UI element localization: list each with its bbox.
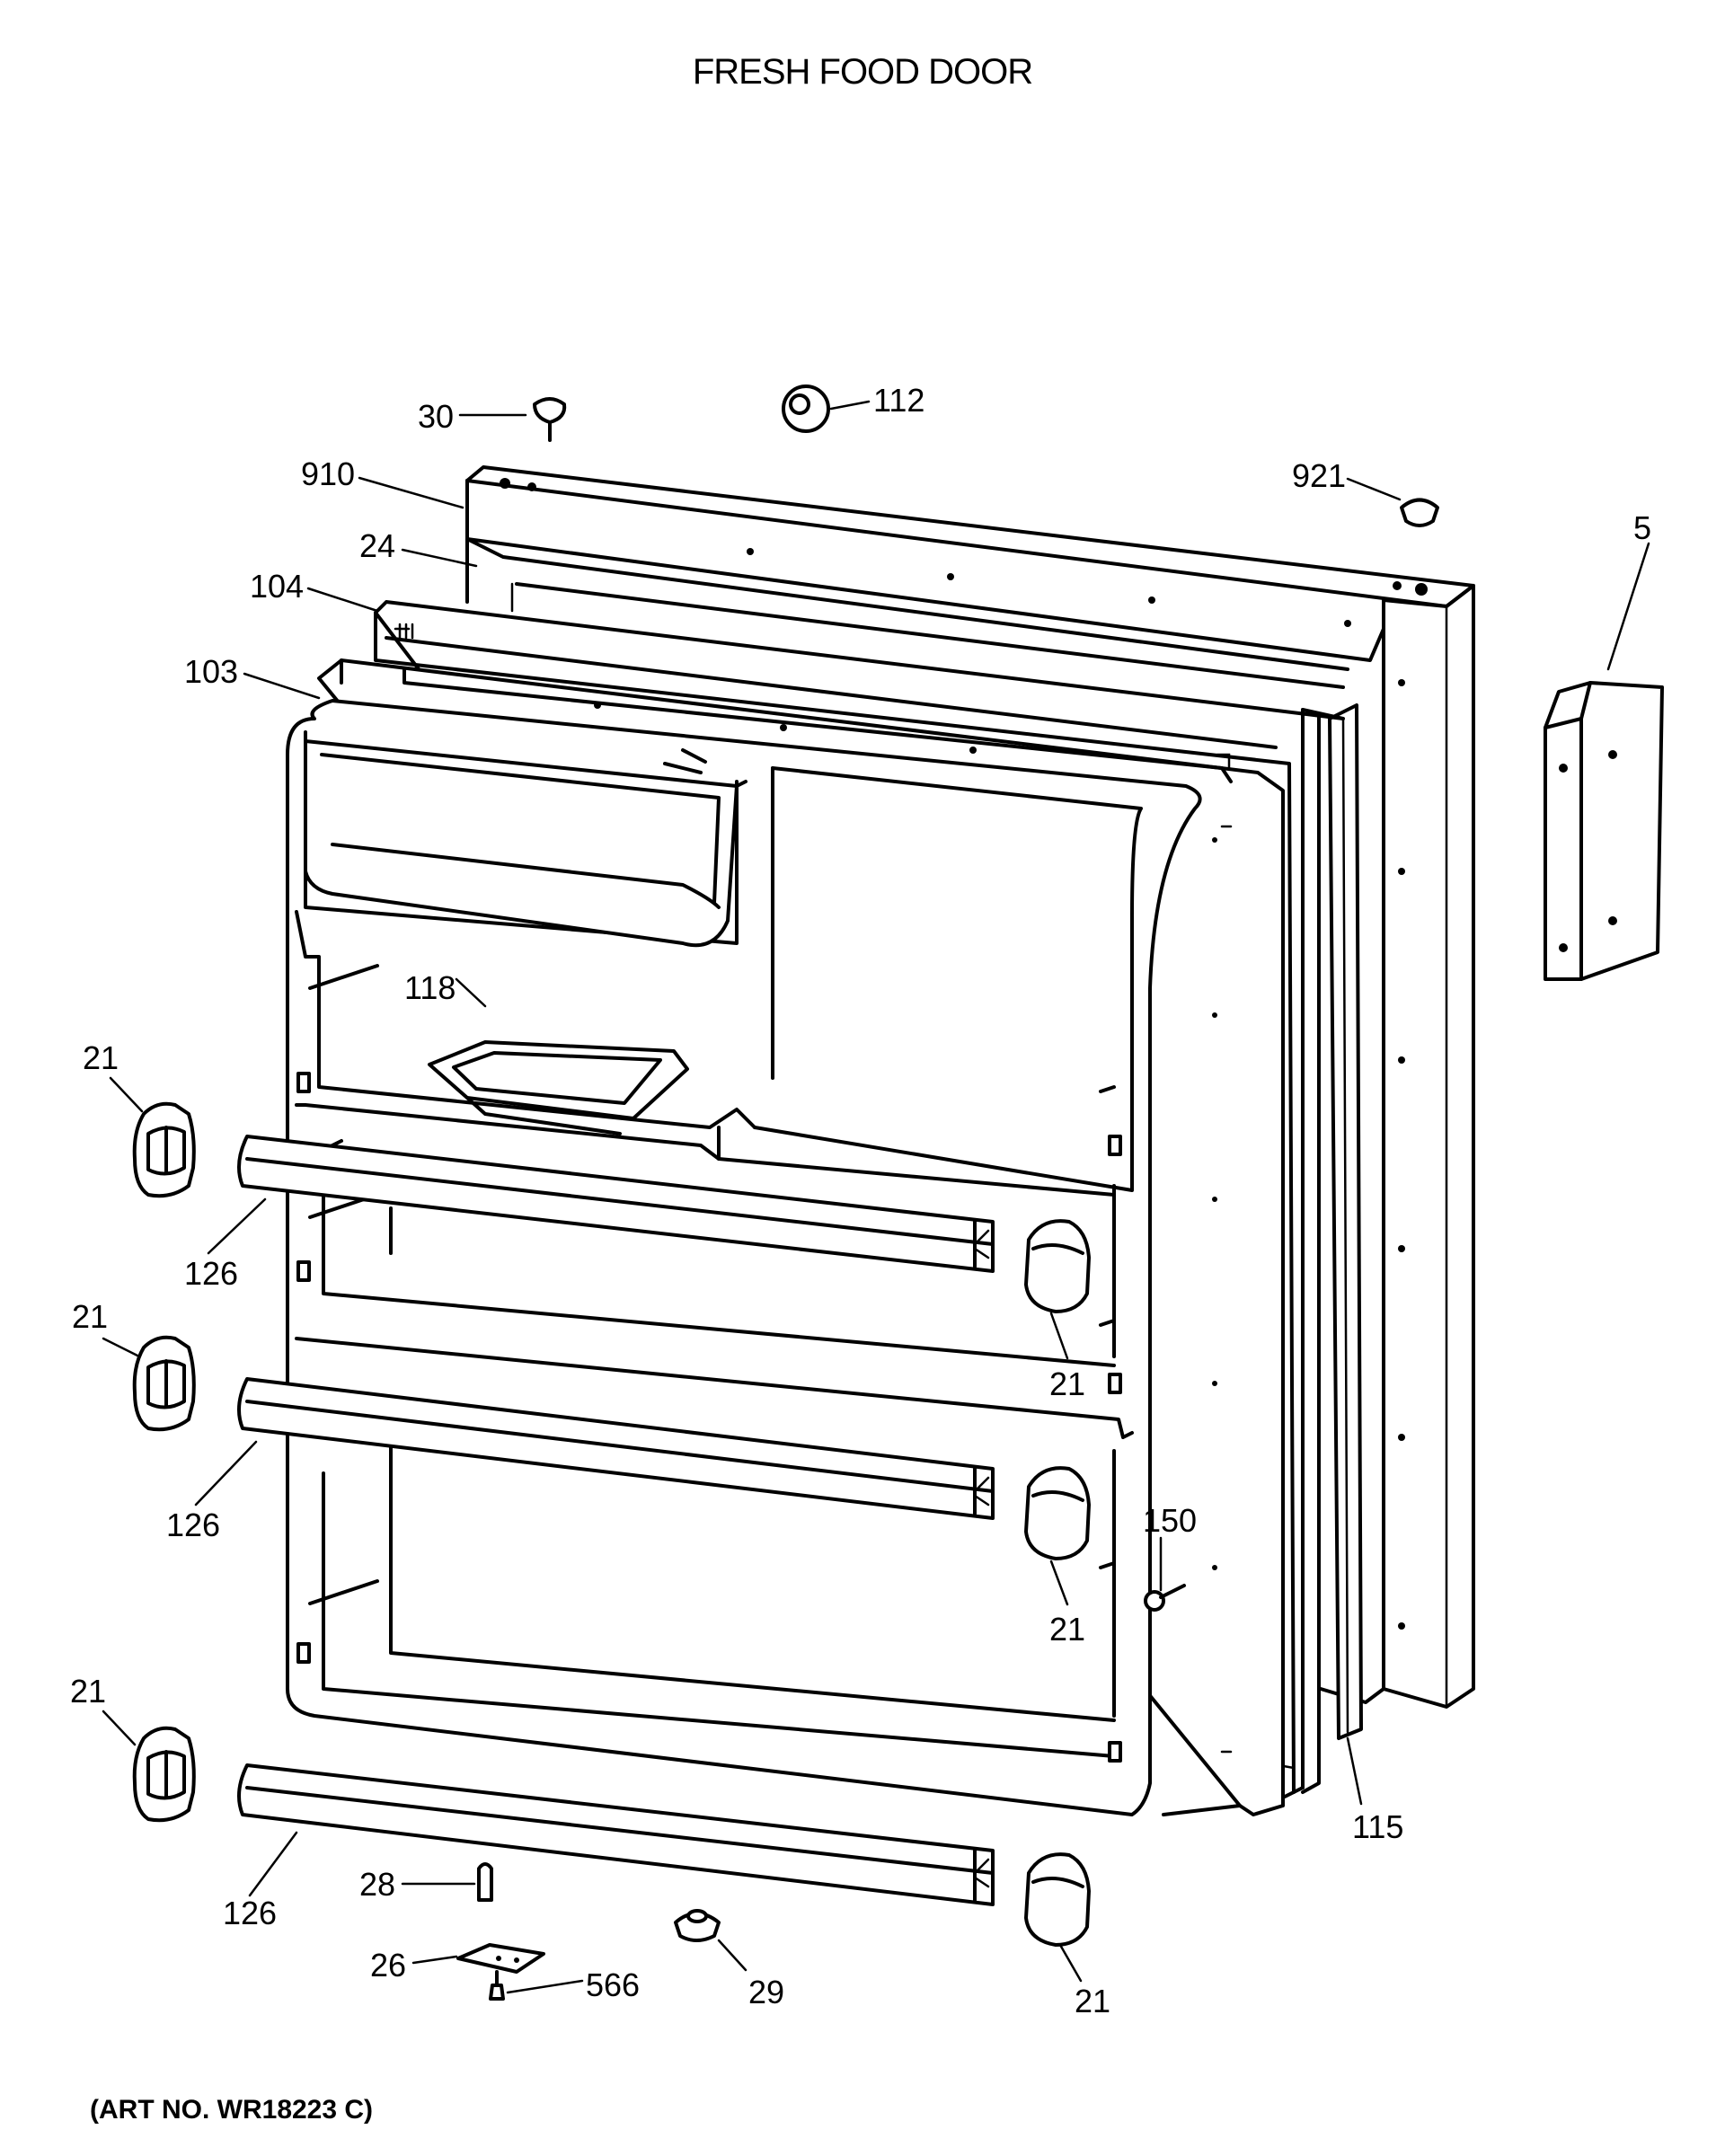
callout-118: 118 <box>404 969 456 1006</box>
plug-112 <box>782 384 830 433</box>
door-stop-28 <box>477 1862 493 1902</box>
callout-26: 26 <box>370 1947 406 1984</box>
end-cap-left-3 <box>132 1726 196 1823</box>
end-cap-right-1 <box>1024 1219 1091 1313</box>
callout-21-c: 21 <box>1049 1365 1085 1402</box>
callout-150: 150 <box>1143 1502 1197 1539</box>
end-cap-left-1 <box>132 1101 196 1198</box>
shelf-bar-3 <box>237 1763 995 1906</box>
callout-21-b: 21 <box>72 1298 108 1335</box>
end-cap-left-2 <box>132 1335 196 1432</box>
screw-30 <box>533 397 567 442</box>
callout-5: 5 <box>1633 509 1651 546</box>
egg-tray <box>428 1040 689 1135</box>
screw-566 <box>489 1970 505 2001</box>
callout-21-e: 21 <box>70 1673 106 1710</box>
door-shell <box>465 465 1475 1709</box>
callout-126-c: 126 <box>223 1895 277 1931</box>
callout-28: 28 <box>359 1866 395 1903</box>
plug-921 <box>1400 498 1439 527</box>
callout-21-f: 21 <box>1075 1983 1110 2019</box>
art-number: (ART NO. WR18223 C) <box>90 2095 374 2125</box>
callout-921: 921 <box>1292 457 1346 494</box>
callout-126-b: 126 <box>166 1507 220 1543</box>
leader-lines <box>102 400 1650 1994</box>
gasket-strip <box>1328 703 1363 1740</box>
diagram-title: FRESH FOOD DOOR <box>692 52 1033 92</box>
callout-21-d: 21 <box>1049 1611 1085 1648</box>
door-stop-bracket-26 <box>456 1943 545 1974</box>
callout-103: 103 <box>184 653 238 690</box>
callout-21-a: 21 <box>83 1039 119 1076</box>
bearing-29 <box>674 1909 721 1942</box>
callout-112: 112 <box>873 382 924 419</box>
callout-566: 566 <box>586 1966 640 2003</box>
shelf-bar-1 <box>237 1135 995 1273</box>
callout-115: 115 <box>1352 1808 1403 1845</box>
callout-104: 104 <box>250 568 304 605</box>
callout-30: 30 <box>418 398 454 435</box>
screw-150 <box>1144 1584 1186 1612</box>
callout-126-a: 126 <box>184 1255 238 1292</box>
end-cap-right-3 <box>1024 1852 1091 1947</box>
hinge-cover <box>1544 681 1664 981</box>
callout-labels: 30 112 910 921 24 104 103 5 118 21 126 2… <box>70 382 1651 2019</box>
callout-24: 24 <box>359 527 395 564</box>
dairy-door <box>304 739 739 948</box>
end-cap-right-2 <box>1024 1466 1091 1560</box>
shelf-bar-2 <box>237 1377 995 1520</box>
callout-29: 29 <box>748 1974 784 2010</box>
callout-910: 910 <box>301 455 355 492</box>
